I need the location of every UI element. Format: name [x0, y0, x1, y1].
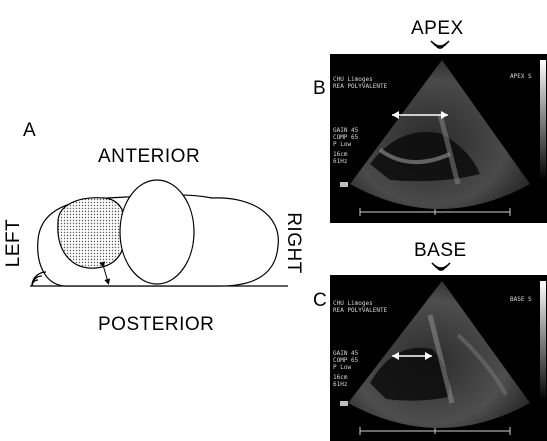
- panel-c-letter: C: [313, 290, 327, 312]
- svg-text:16cm: 16cm: [333, 151, 348, 158]
- panel-b-title: APEX: [411, 18, 464, 40]
- overlay-line-1: CHU Limoges: [333, 300, 373, 307]
- cross-section-diagram: [0, 0, 320, 441]
- svg-text:16cm: 16cm: [333, 374, 348, 381]
- panel-b-letter: B: [313, 78, 326, 100]
- apex-echo-image: CHU Limoges REA POLYVALENTE GAIN 45 COMP…: [330, 54, 547, 223]
- svg-text:P Low: P Low: [333, 141, 351, 148]
- left-ventricle: [58, 198, 126, 268]
- svg-text:61Hz: 61Hz: [333, 381, 348, 388]
- probe-waves-icon: [428, 261, 454, 275]
- svg-text:GAIN 45: GAIN 45: [333, 350, 359, 357]
- svg-text:COMP 65: COMP 65: [333, 134, 359, 141]
- svg-text:COMP 65: COMP 65: [333, 357, 359, 364]
- svg-text:61Hz: 61Hz: [333, 158, 348, 165]
- central-ellipse: [120, 180, 194, 284]
- overlay-line-1: CHU Limoges: [333, 76, 373, 83]
- svg-text:GAIN 45: GAIN 45: [333, 127, 359, 134]
- panel-c-title: BASE: [414, 240, 467, 262]
- base-echo-image: CHU Limoges REA POLYVALENTE GAIN 45 COMP…: [330, 275, 547, 441]
- probe-waves-icon: [32, 272, 46, 286]
- overlay-line-2: REA POLYVALENTE: [333, 307, 388, 314]
- svg-text:APEX S: APEX S: [510, 73, 532, 80]
- svg-text:BASE S: BASE S: [510, 296, 532, 303]
- overlay-line-2: REA POLYVALENTE: [333, 83, 388, 90]
- svg-text:P Low: P Low: [333, 364, 351, 371]
- probe-waves-icon: [427, 39, 453, 53]
